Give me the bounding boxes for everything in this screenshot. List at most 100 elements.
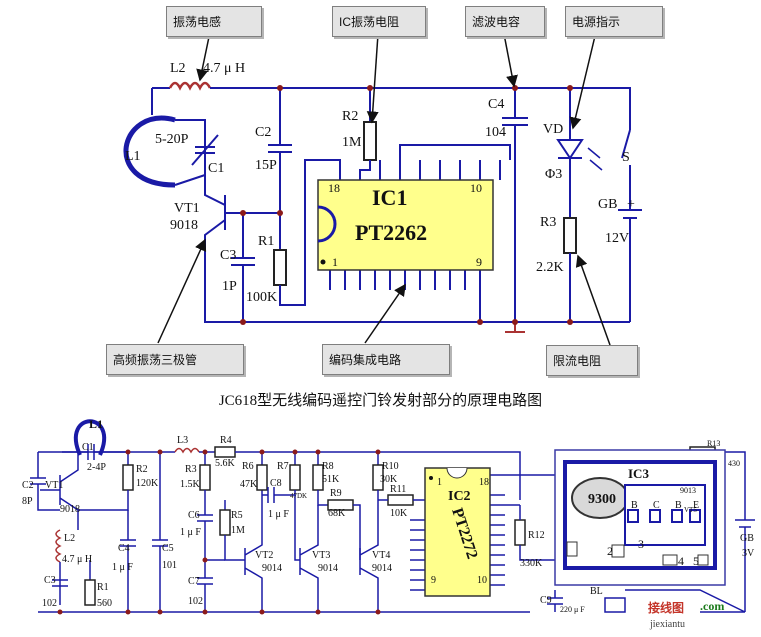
b-C6-label: C6 [188,510,200,521]
b-R8-label: R8 [322,461,334,472]
b-IC2-pin9: 9 [431,575,436,586]
VD-value: Φ3 [545,167,562,182]
b-L3-label: L3 [177,435,188,446]
b-R7-label: R7 [277,461,289,472]
b-9013: 9013 [680,486,696,495]
GB-label: GB [598,197,617,212]
watermark-text-cn: 接线图 [648,600,684,615]
IC1-value: PT2262 [355,220,427,245]
b-pin4: 4 [678,554,684,568]
b-pinB2: B [675,500,682,511]
b-pinE: E [693,500,699,511]
watermark-text-com: .com [700,599,724,613]
b-R6-value: 47K [240,479,258,490]
C2-value: 15P [255,158,277,173]
b-VT1-label: VT1 [45,480,63,491]
b-pinB1: B [631,500,638,511]
b-R10-value: 30K [380,474,398,485]
b-R11-value: 10K [390,508,408,519]
b-R11-label: R11 [390,484,406,495]
IC1-pin10: 10 [470,181,482,195]
L1-coil [123,115,176,188]
b-C1-label: C1 [82,442,94,453]
b-IC2-pin10: 10 [477,575,487,586]
IC1-body [317,179,494,271]
C3-label: C3 [220,248,236,263]
C1-label: C1 [208,161,224,176]
b-C3-label: C3 [44,575,56,586]
VT1-label: VT1 [174,201,200,216]
b-R1-label: R1 [97,582,109,593]
b-R5-label: R5 [231,510,243,521]
b-pin2: 2 [607,544,613,558]
b-C2-value: 8P [22,496,33,507]
callout-power-indicator: 电源指示 [565,6,663,37]
b-VT3-value: 9014 [318,563,338,574]
VT1-value: 9018 [170,218,198,233]
callout-filter-cap: 滤波电容 [465,6,545,37]
R1-value: 100K [246,290,277,305]
watermark-text-url: jiexiantu [649,619,685,630]
R2-label: R2 [342,109,358,124]
b-C4-value: 1 μ F [112,562,133,573]
b-VT4-value: 9014 [372,563,392,574]
R3-value: 2.2K [536,260,564,275]
b-VT2-label: VT2 [255,550,273,561]
b-C4-label: C4 [118,543,130,554]
b-R12-value: 330K [520,558,543,569]
b-C5-value: 101 [162,560,177,571]
b-R8-value: 51K [322,474,340,485]
b-C5-label: C5 [162,543,174,554]
b-IC3-label: IC3 [628,466,649,481]
C1-value: 5-20P [155,132,189,147]
b-R5-value: 1M [231,525,245,536]
C3-value: 1P [222,279,237,294]
L2-inductor [168,81,212,91]
b-R2-label: R2 [136,464,148,475]
C4-label: C4 [488,97,504,112]
b-R2-value: 120K [136,478,159,489]
b-C7-value: 102 [188,596,203,607]
IC1-pin18: 18 [328,181,340,195]
b-R1-value: 560 [97,598,112,609]
b-VT4-label: VT4 [372,550,390,561]
b-pin3: 3 [638,537,644,551]
b-pinC: C [653,500,660,511]
bottom-circuit [30,419,755,613]
S-label: S [622,150,630,165]
R1-label: R1 [258,234,274,249]
C2-label: C2 [255,125,271,140]
b-C1-value: 2-4P [87,462,106,473]
IC1-label: IC1 [372,185,407,210]
b-R10-label: R10 [382,461,399,472]
b-R12-label: R12 [528,530,545,541]
b-IC3-value: 9300 [588,492,616,507]
R2-value: 1M [342,135,362,150]
b-VT1-value: 9018 [60,504,80,515]
callout-hf-transistor: 高频振荡三极管 [106,344,244,375]
b-R13-label: R13 [707,439,720,448]
IC1-pin1: 1 [332,255,338,269]
GB-plus: + [627,197,635,212]
b-R3-label: R3 [185,464,197,475]
b-C6-value: 1 μ F [180,527,201,538]
b-C3-value: 102 [42,598,57,609]
b-L2-value: 4.7 μ H [62,554,92,565]
b-R3-value: 1.5K [180,479,201,490]
b-R6-label: R6 [242,461,254,472]
diagram-caption: JC618型无线编码遥控门铃发射部分的原理电路图 [218,393,543,409]
b-C8-value: 1 μ F [268,509,289,520]
GB-value: 12V [605,231,629,246]
b-C8-label: C8 [270,478,282,489]
L1-label: L1 [125,149,141,164]
b-C9-value: 220 μ F [560,605,585,614]
callout-limit-resistor: 限流电阻 [546,345,638,376]
b-GB-label: GB [740,533,754,544]
b-C7-label: C7 [188,576,200,587]
b-R9-label: R9 [330,488,342,499]
IC2-body [424,467,491,597]
callout-encoder-ic: 编码集成电路 [322,344,450,375]
L2-label: L2 [170,61,186,76]
